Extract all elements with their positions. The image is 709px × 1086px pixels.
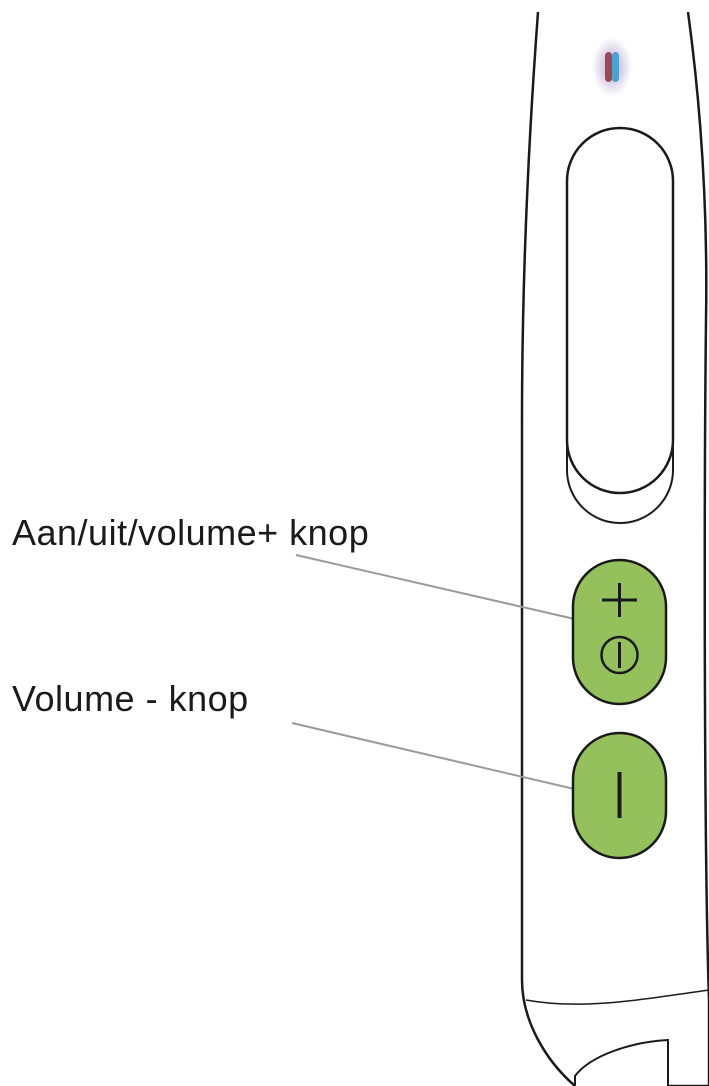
label-volume-down: Volume - knop: [12, 678, 249, 719]
plus-icon: [602, 583, 637, 617]
label-power-volume-up: Aan/uit/volume+ knop: [12, 512, 370, 553]
led-indicator-red: [605, 52, 612, 82]
power-volume-up-button[interactable]: [571, 558, 668, 706]
led-indicator-blue: [612, 52, 619, 82]
volume-down-button[interactable]: [571, 731, 668, 860]
power-icon: [600, 635, 639, 675]
panel-slider: [565, 126, 675, 495]
leader-line-volume-down: [291, 722, 601, 796]
neckband-seam: [525, 989, 709, 1005]
leader-line-power: [295, 554, 606, 627]
neckband-cable: [574, 1038, 669, 1086]
